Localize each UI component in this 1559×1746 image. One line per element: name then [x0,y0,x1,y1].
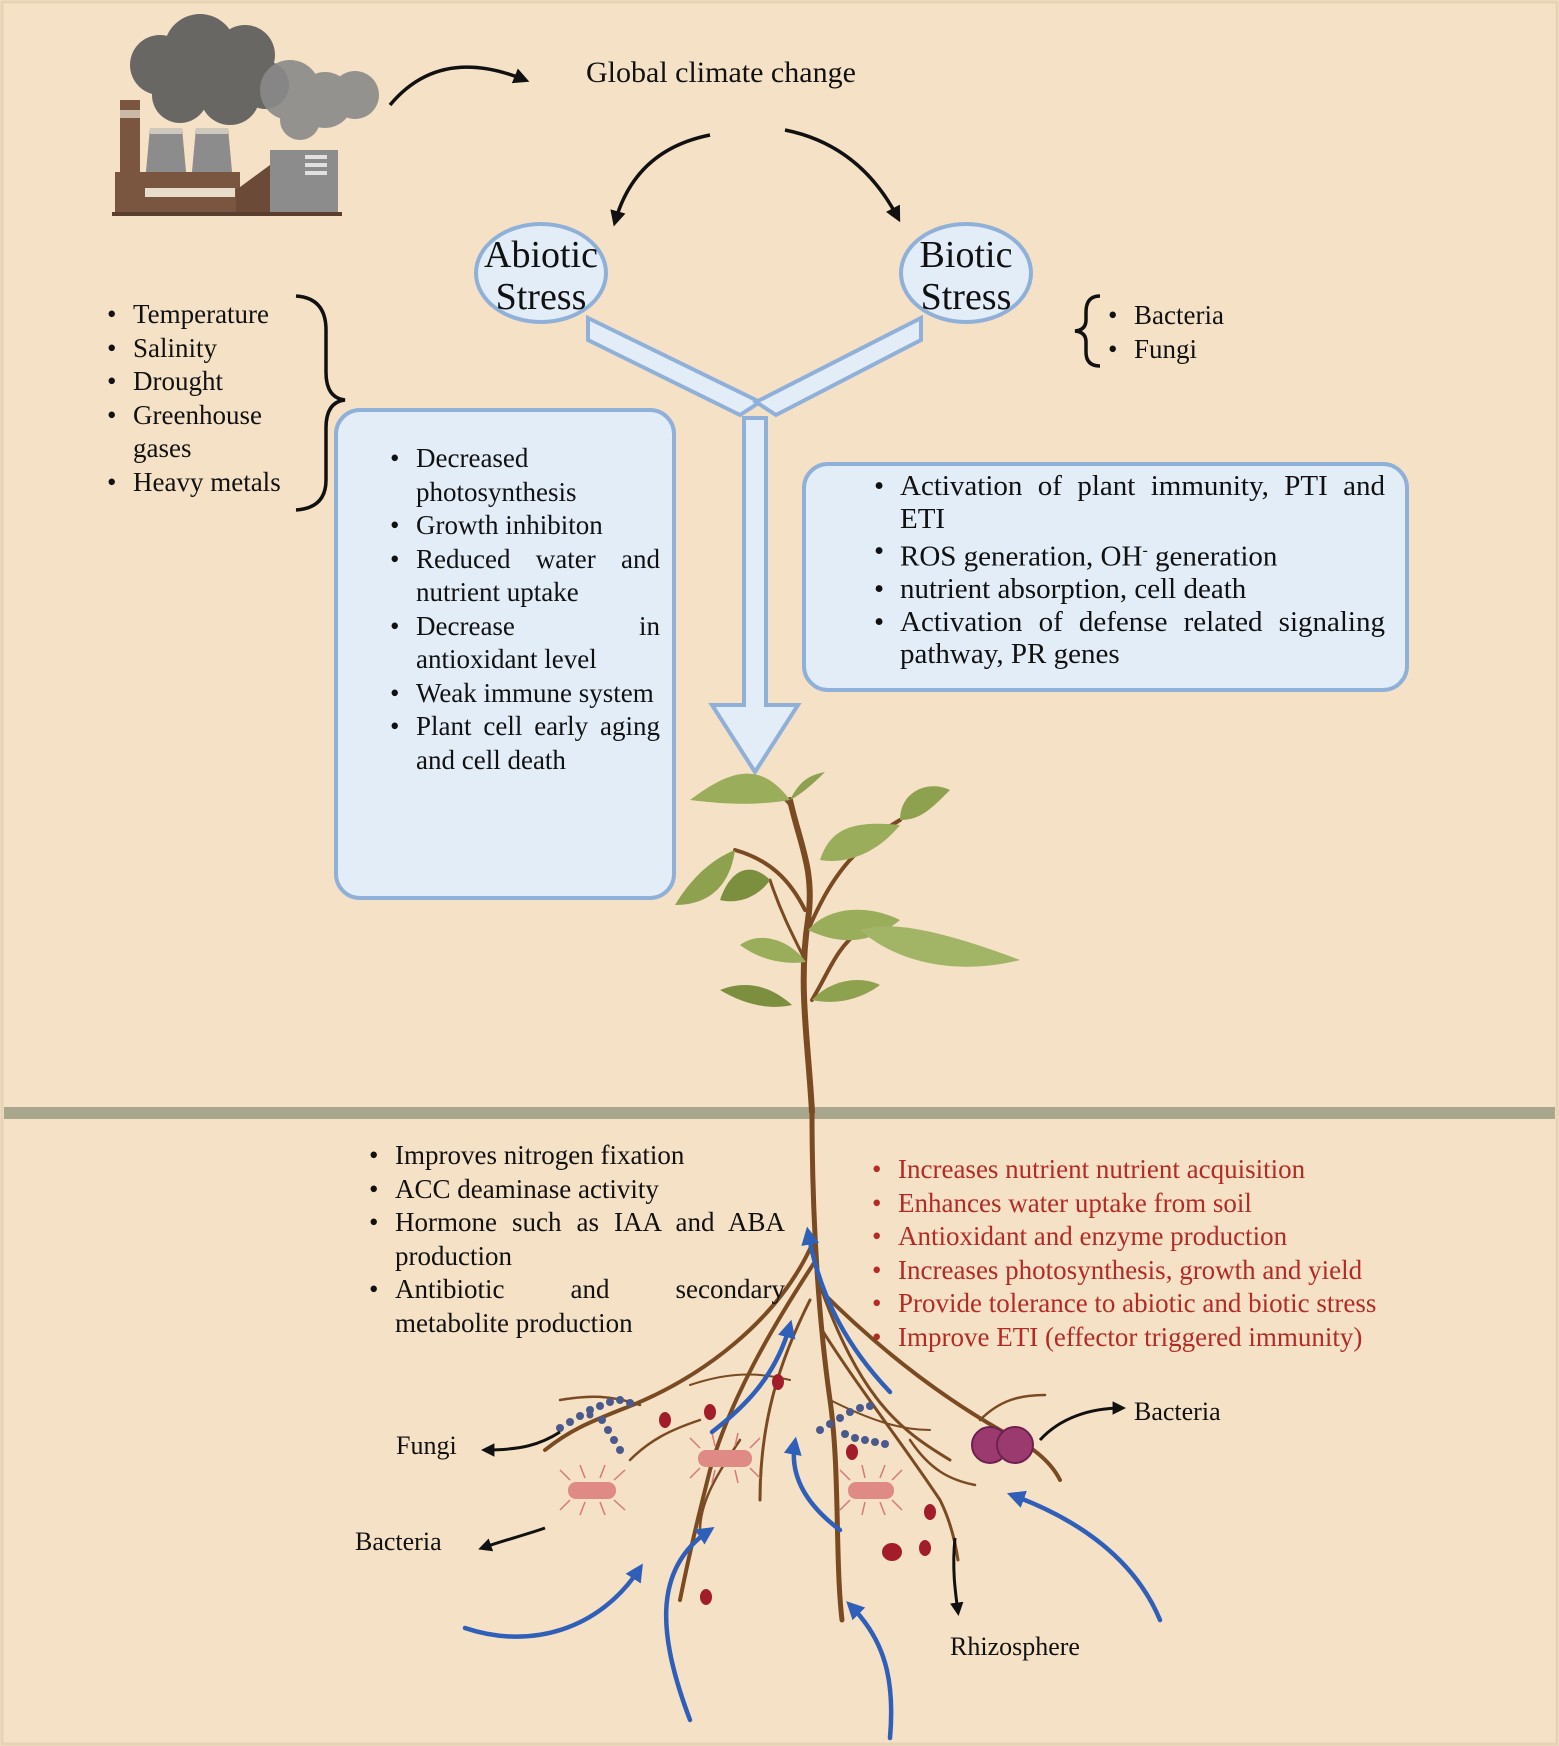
ros-text: ROS generation, OH [900,540,1143,573]
biotic-factor-item: Bacteria [1104,298,1304,332]
global-climate-change-title: Global climate change [586,56,856,89]
abiotic-effect-item: Weak immune system [386,677,660,711]
rhizosphere-label: Rhizosphere [950,1632,1080,1661]
biotic-effect-item: Activation of plant immunity, PTI and ET… [870,470,1385,535]
fungi-label: Fungi [396,1431,457,1460]
bacteria-rod-icons [559,1432,903,1516]
plant-benefit-item: Provide tolerance to abiotic and biotic … [868,1287,1438,1321]
abiotic-factor-item: Heavy metals [103,466,303,500]
biotic-stress-oval: Biotic Stress [899,222,1033,324]
abiotic-factors-bracket [295,294,346,512]
factory-to-climate-arrow [388,65,530,107]
abiotic-factor-item: Temperature [103,298,303,332]
microbe-benefit-item: Hormone such as IAA and ABA production [365,1206,785,1273]
bacteria-cocci-icon [971,1426,1034,1464]
bacteria-right-arrow [1038,1401,1127,1442]
bacteria-right-label: Bacteria [1134,1397,1221,1426]
climate-to-biotic-arrow [784,128,901,223]
abiotic-effect-item: Reduced water and nutrient uptake [386,543,660,610]
rhizosphere-arrow [950,1537,964,1617]
fungi-hyphae-icon [556,1396,889,1454]
abiotic-effect-item: Growth inhibiton [386,509,660,543]
biotic-factors-brace [1074,294,1101,368]
plant-benefit-item: Antioxidant and enzyme production [868,1220,1438,1254]
plant-benefit-item: Increases photosynthesis, growth and yie… [868,1254,1438,1288]
biotic-effect-item: ROS generation, OH- generation [870,535,1385,573]
stress-convergence-arrow [586,314,923,776]
soil-particles [659,1374,936,1605]
abiotic-stress-oval: Abiotic Stress [474,222,608,324]
biotic-effects-list: Activation of plant immunity, PTI and ET… [870,470,1385,671]
biotic-factor-item: Fungi [1104,332,1304,366]
abiotic-effects-box: Decreased photosynthesis Growth inhibito… [334,408,676,900]
abiotic-effect-item: Plant cell early aging and cell death [386,710,660,777]
biotic-factors-list: Bacteria Fungi [1104,298,1304,366]
biotic-effects-box: Activation of plant immunity, PTI and ET… [802,462,1409,692]
bacteria-left-label: Bacteria [355,1527,442,1556]
climate-to-abiotic-arrow [610,133,711,227]
biotic-effect-item: nutrient absorption, cell death [870,573,1385,606]
soil-surface-line [4,1107,1555,1119]
plant-benefit-item: Increases nutrient nutrient acquisition [868,1153,1438,1187]
plant-benefit-item: Improve ETI (effector triggered immunity… [868,1321,1438,1355]
abiotic-stress-line1: Abiotic [484,234,598,276]
microbe-benefit-item: Antibiotic and secondary metabolite prod… [365,1273,785,1340]
abiotic-factor-item: Greenhouse gases [103,399,303,466]
abiotic-effects-list: Decreased photosynthesis Growth inhibito… [386,442,660,777]
plant-benefits-list: Increases nutrient nutrient acquisition … [868,1153,1438,1354]
abiotic-factor-item: Drought [103,365,303,399]
abiotic-stress-line2: Stress [495,276,587,318]
microbe-benefit-item: ACC deaminase activity [365,1173,785,1207]
abiotic-factor-item: Salinity [103,332,303,366]
oh-superscript: - [1142,542,1148,559]
microbe-benefit-item: Improves nitrogen fixation [365,1139,785,1173]
microbe-benefits-list: Improves nitrogen fixation ACC deaminase… [365,1139,785,1340]
fungi-arrow [480,1430,561,1457]
plant-leaves [675,772,1020,1007]
biotic-stress-line2: Stress [920,276,1012,318]
biotic-effect-item: Activation of defense related signaling … [870,606,1385,671]
abiotic-factors-list: Temperature Salinity Drought Greenhouse … [103,298,303,499]
abiotic-effect-item: Decrease in antioxidant level [386,610,660,677]
oh-suffix: generation [1147,540,1278,573]
bacteria-left-arrow [478,1526,546,1552]
factory-icon [112,14,379,216]
plant-benefit-item: Enhances water uptake from soil [868,1187,1438,1221]
abiotic-effect-item: Decreased photosynthesis [386,442,660,509]
biotic-stress-line1: Biotic [919,234,1013,276]
nutrient-uptake-arrows [462,1226,1163,1741]
